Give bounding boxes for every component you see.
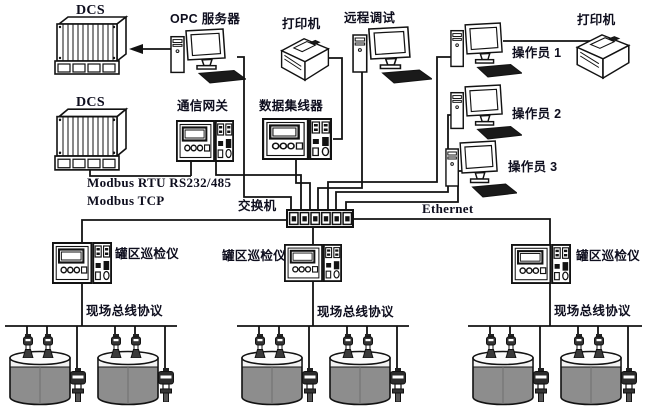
side-transmitter-icon [532,368,550,402]
instrument-panel-icon [262,118,332,160]
line-operator1-to-switch [327,56,455,211]
line-printer-left-to-hub [326,57,343,140]
workstation-icon [445,140,517,198]
instrument-panel-icon [52,242,112,284]
label-modbus-tcp: Modbus TCP [87,193,165,208]
label-operator3: 操作员 3 [508,160,558,174]
storage-tank-icon [241,350,303,406]
label-fieldbus1: 现场总线协议 [86,304,163,318]
line-ethernet-right [354,218,551,246]
label-remote-debug: 远程调试 [344,11,396,25]
line-remote-to-switch [317,60,363,211]
workstation-icon [170,28,246,84]
top-transmitter-icon [110,334,122,358]
side-transmitter-icon [157,368,175,402]
label-gateway: 通信网关 [177,99,229,113]
top-transmitter-icon [485,334,497,358]
label-printer-right: 打印机 [577,13,616,27]
top-transmitter-icon [362,334,374,358]
ethernet-switch-icon [286,209,354,228]
label-inspector2: 罐区巡检仪 [222,249,287,263]
line-dcs2-to-gateway-modbus [89,170,191,177]
storage-tank-icon [9,350,71,406]
instrument-panel-icon [284,244,342,282]
top-transmitter-icon [42,334,54,358]
label-dcs2: DCS [76,95,105,110]
workstation-icon [352,26,432,84]
label-ethernet: Ethernet [422,201,474,216]
label-operator2: 操作员 2 [512,107,562,121]
tank-drops-group3 [489,326,629,370]
tank-drops-group1 [26,326,166,370]
side-transmitter-icon [301,368,319,402]
instrument-panel-icon [511,244,571,284]
line-ethernet-left [81,219,286,244]
label-opc-server: OPC 服务器 [170,12,241,26]
label-fieldbus3: 现场总线协议 [554,304,631,318]
top-transmitter-icon [274,334,286,358]
instrument-panel-icon [176,120,234,162]
line-hub-to-switch [295,160,311,211]
top-transmitter-icon [505,334,517,358]
line-opc-to-switch [237,56,292,211]
top-transmitter-icon [22,334,34,358]
label-operator1: 操作员 1 [512,46,562,60]
top-transmitter-icon [342,334,354,358]
tank-drops-group2 [258,326,398,370]
label-dcs1: DCS [76,3,105,18]
label-inspector1: 罐区巡检仪 [115,247,180,261]
dcs-rack-icon [54,108,127,171]
storage-tank-icon [97,350,159,406]
printer-icon [280,38,330,81]
top-transmitter-icon [573,334,585,358]
label-fieldbus2: 现场总线协议 [317,305,394,319]
side-transmitter-icon [389,368,407,402]
dcs-rack-icon [54,16,127,75]
storage-tank-icon [560,350,622,406]
label-inspector3: 罐区巡检仪 [576,249,641,263]
side-transmitter-icon [69,368,87,402]
label-modbus-rtu: Modbus RTU RS232/485 [87,175,232,190]
side-transmitter-icon [620,368,638,402]
top-transmitter-icon [593,334,605,358]
label-printer-left: 打印机 [282,17,321,31]
arrowhead-left-icon [129,44,143,54]
line-operator3-to-switch [345,170,462,211]
label-switch: 交换机 [238,199,277,213]
top-transmitter-icon [254,334,266,358]
top-transmitter-icon [130,334,142,358]
storage-tank-icon [329,350,391,406]
storage-tank-icon [472,350,534,406]
line-gateway-to-switch [215,162,302,211]
label-data-hub: 数据集线器 [259,99,324,113]
